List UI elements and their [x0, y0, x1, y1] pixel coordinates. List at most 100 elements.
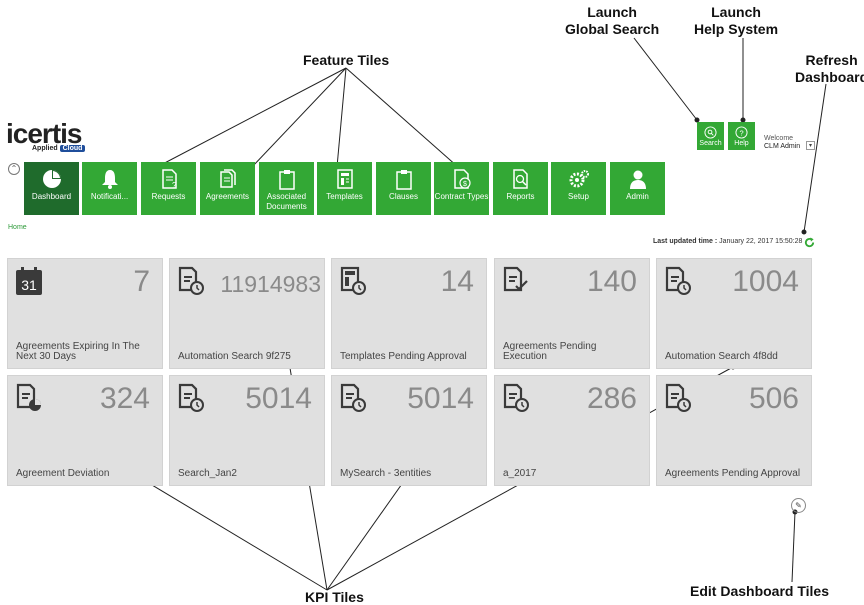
callout-feature-tiles: Feature Tiles — [303, 52, 390, 68]
nav-label: Notificati... — [90, 192, 129, 201]
kpi-tile[interactable]: 5014 MySearch - 3entities — [331, 375, 487, 486]
kpi-tile[interactable]: 286 a_2017 — [494, 375, 650, 486]
kpi-value: 140 — [586, 265, 637, 298]
clipboard-icon — [395, 170, 412, 190]
doc-clock-icon — [665, 266, 691, 295]
kpi-tile[interactable]: 14 Templates Pending Approval — [331, 258, 487, 369]
documents-icon — [219, 169, 236, 188]
nav-label: Contract Types — [434, 192, 489, 201]
doc-pie-icon — [16, 383, 41, 411]
contract-money-icon: $ — [453, 169, 471, 189]
kpi-title: MySearch - 3entities — [340, 468, 432, 479]
kpi-value: 11914983 — [220, 271, 321, 297]
nav-label: Templates — [326, 192, 363, 201]
callout-line: Dashboard — [795, 69, 864, 85]
logo-subtitle: Applied Cloud — [32, 145, 86, 152]
nav-label: Associated Documents — [266, 192, 307, 211]
template-clock-icon — [340, 266, 366, 295]
kpi-title: Agreements Expiring In The Next 30 Days — [16, 341, 140, 362]
logo-sub-cloud: Cloud — [59, 145, 86, 152]
doc-clock-icon — [665, 383, 691, 412]
kpi-value: 324 — [99, 382, 150, 415]
kpi-title: Agreement Deviation — [16, 468, 110, 479]
clipboard-icon — [278, 170, 295, 190]
doc-clock-icon — [178, 383, 204, 412]
svg-text:?: ? — [739, 128, 743, 137]
nav-tile-setup[interactable]: Setup — [551, 162, 606, 215]
nav-label: Dashboard — [31, 192, 72, 201]
kpi-value: 286 — [586, 382, 637, 415]
callout-line: Launch — [587, 4, 637, 20]
kpi-tile[interactable]: 1004 Automation Search 4f8dd — [656, 258, 812, 369]
nav-tile-contract-types[interactable]: $ Contract Types — [434, 162, 489, 215]
kpi-title: a_2017 — [503, 468, 537, 479]
kpi-title: Automation Search 4f8dd — [665, 351, 778, 362]
kpi-value: 5014 — [245, 382, 312, 415]
nav-tile-agreements[interactable]: Agreements — [200, 162, 255, 215]
nav-tile-clauses[interactable]: Clauses — [376, 162, 431, 215]
kpi-value: 14 — [440, 265, 474, 298]
search-icon — [704, 126, 717, 139]
kpi-tile[interactable]: 11914983 Automation Search 9f275 — [169, 258, 325, 369]
callout-refresh-dashboard: Refresh Dashboard — [795, 52, 864, 86]
nav-tile-admin[interactable]: Admin — [610, 162, 665, 215]
breadcrumb[interactable]: Home — [8, 224, 27, 231]
bell-icon — [101, 170, 118, 189]
user-name[interactable]: CLM Admin — [764, 143, 801, 150]
search-button-label: Search — [699, 140, 722, 147]
template-icon — [336, 169, 353, 189]
user-icon — [629, 170, 646, 189]
icertis-logo: icertis Applied Cloud — [6, 120, 86, 156]
kpi-title: Automation Search 9f275 — [178, 351, 291, 362]
doc-clock-icon — [340, 383, 366, 412]
kpi-value: 506 — [748, 382, 799, 415]
svg-text:$: $ — [463, 181, 467, 188]
nav-label: Admin — [626, 192, 649, 201]
nav-tile-dashboard[interactable]: Dashboard — [24, 162, 79, 215]
refresh-icon[interactable] — [804, 237, 815, 248]
user-menu-chevron-down-icon[interactable]: ▾ — [806, 141, 815, 150]
nav-label: Reports — [506, 192, 535, 201]
callout-line: Refresh — [805, 52, 858, 68]
nav-tile-notifications[interactable]: Notificati... — [82, 162, 137, 215]
nav-label: Setup — [568, 192, 589, 201]
nav-label: Requests — [151, 192, 186, 201]
nav-tile-requests[interactable]: ? Requests — [141, 162, 196, 215]
welcome-label: Welcome — [764, 135, 794, 142]
kpi-title: Search_Jan2 — [178, 468, 237, 479]
nav-tile-templates[interactable]: Templates — [317, 162, 372, 215]
callout-global-search: Launch Global Search — [565, 4, 659, 38]
kpi-value: 7 — [133, 265, 150, 298]
kpi-tile[interactable]: 31 7 Agreements Expiring In The Next 30 … — [7, 258, 163, 369]
svg-text:31: 31 — [21, 277, 37, 293]
calendar-icon: 31 — [16, 267, 42, 295]
kpi-value: 5014 — [407, 382, 474, 415]
kpi-tile[interactable]: 5014 Search_Jan2 — [169, 375, 325, 486]
report-icon — [512, 169, 528, 189]
last-updated-label: Last updated time : — [653, 238, 718, 245]
callout-line: Help System — [694, 21, 779, 37]
help-button-label: Help — [734, 140, 749, 147]
kpi-tile[interactable]: 506 Agreements Pending Approval — [656, 375, 812, 486]
kpi-title: Templates Pending Approval — [340, 351, 467, 362]
doc-clock-icon — [503, 383, 529, 412]
help-button[interactable]: ? Help — [728, 122, 755, 150]
svg-text:?: ? — [172, 181, 177, 190]
collapse-toggle-button[interactable]: ⌃ — [8, 163, 20, 175]
global-search-button[interactable]: Search — [697, 122, 724, 150]
nav-label: Clauses — [389, 192, 418, 201]
callout-edit-tiles: Edit Dashboard Tiles — [690, 583, 829, 599]
callout-line: Launch — [711, 4, 761, 20]
callout-kpi-tiles: KPI Tiles — [305, 589, 364, 605]
gears-icon — [569, 170, 589, 188]
kpi-value: 1004 — [732, 265, 799, 298]
kpi-tile[interactable]: 324 Agreement Deviation — [7, 375, 163, 486]
edit-tiles-pencil-icon[interactable]: ✎ — [791, 498, 806, 513]
doc-check-icon — [503, 266, 528, 292]
callout-help-system: Launch Help System — [694, 4, 778, 38]
last-updated: Last updated time : January 22, 2017 15:… — [653, 238, 802, 245]
nav-tile-reports[interactable]: Reports — [493, 162, 548, 215]
kpi-tile[interactable]: 140 Agreements Pending Execution — [494, 258, 650, 369]
doc-clock-icon — [178, 266, 204, 295]
nav-tile-associated-documents[interactable]: Associated Documents — [259, 162, 314, 215]
